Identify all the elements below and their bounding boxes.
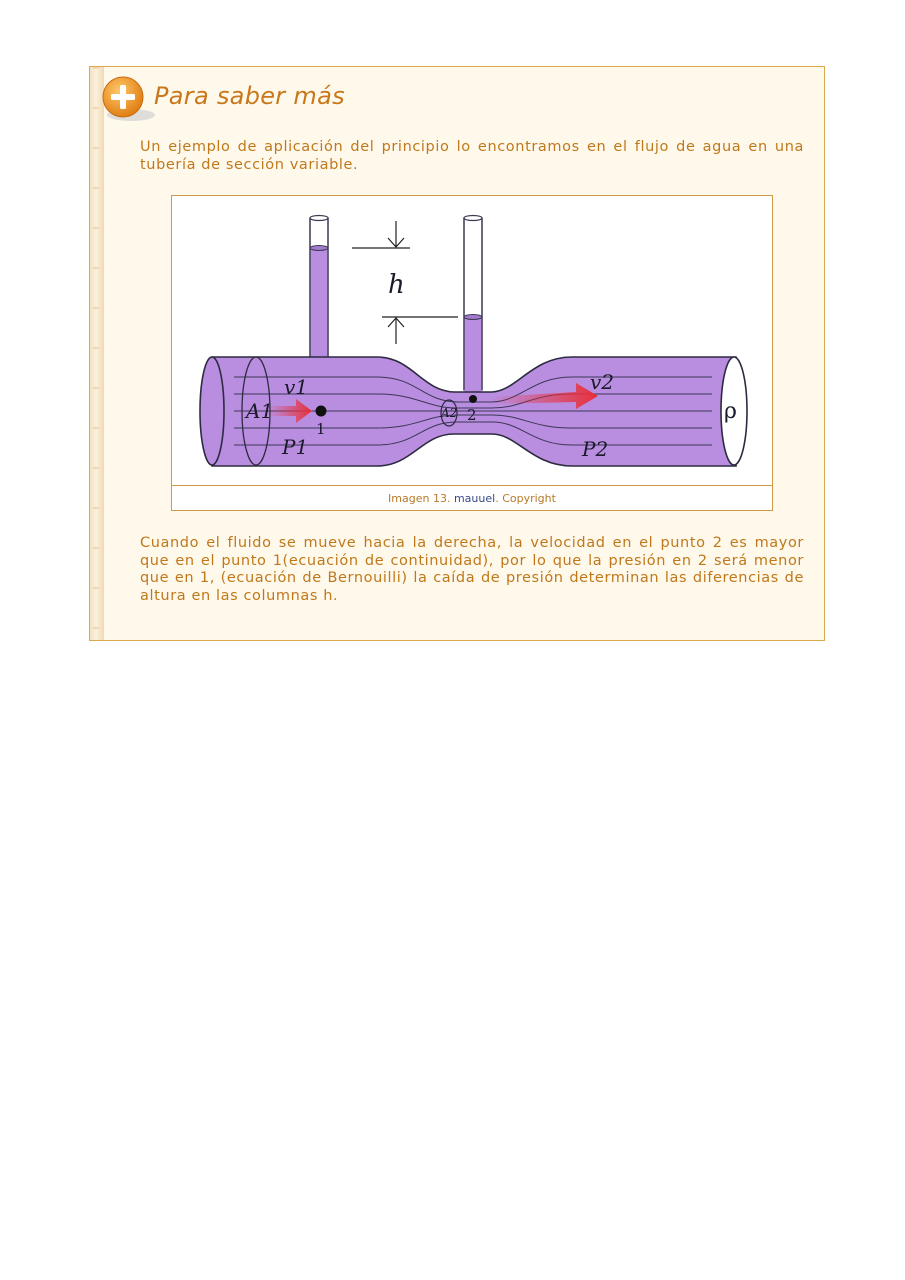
velocity-arrow-1 — [268, 399, 312, 423]
figure-caption: Imagen 13. mauuel. Copyright — [172, 485, 772, 512]
label-rho: ρ — [724, 399, 737, 424]
tube-2 — [463, 214, 483, 392]
figure: h v1 v2 A1 A2 P1 P2 1 2 ρ Imagen 13. mau… — [171, 195, 773, 511]
section-title: Para saber más — [154, 82, 345, 110]
intro-paragraph: Un ejemplo de aplicación del principio l… — [140, 139, 804, 173]
label-point-1: 1 — [316, 420, 326, 438]
venturi-diagram: h v1 v2 A1 A2 P1 P2 1 2 ρ — [199, 214, 748, 467]
plus-circle-icon — [102, 76, 155, 121]
section-a2 — [440, 399, 458, 427]
caption-suffix: . Copyright — [495, 492, 556, 505]
velocity-arrow-2 — [490, 383, 598, 409]
height-dimension — [352, 221, 458, 344]
point-2-marker — [469, 395, 477, 403]
label-h: h — [388, 270, 405, 300]
label-a2: A2 — [440, 406, 457, 420]
label-p1: P1 — [281, 435, 308, 459]
label-point-2: 2 — [467, 406, 477, 424]
label-v1: v1 — [284, 375, 308, 399]
point-1-marker — [315, 405, 327, 417]
label-p2: P2 — [581, 437, 608, 461]
body-paragraph: Cuando el fluido se mueve hacia la derec… — [140, 535, 804, 604]
caption-author-link[interactable]: mauuel — [453, 492, 496, 505]
tube-1 — [309, 214, 329, 360]
decorative-strip — [90, 67, 104, 640]
caption-prefix: Imagen 13. — [388, 492, 454, 505]
label-a1: A1 — [244, 399, 273, 423]
label-v2: v2 — [590, 370, 614, 394]
